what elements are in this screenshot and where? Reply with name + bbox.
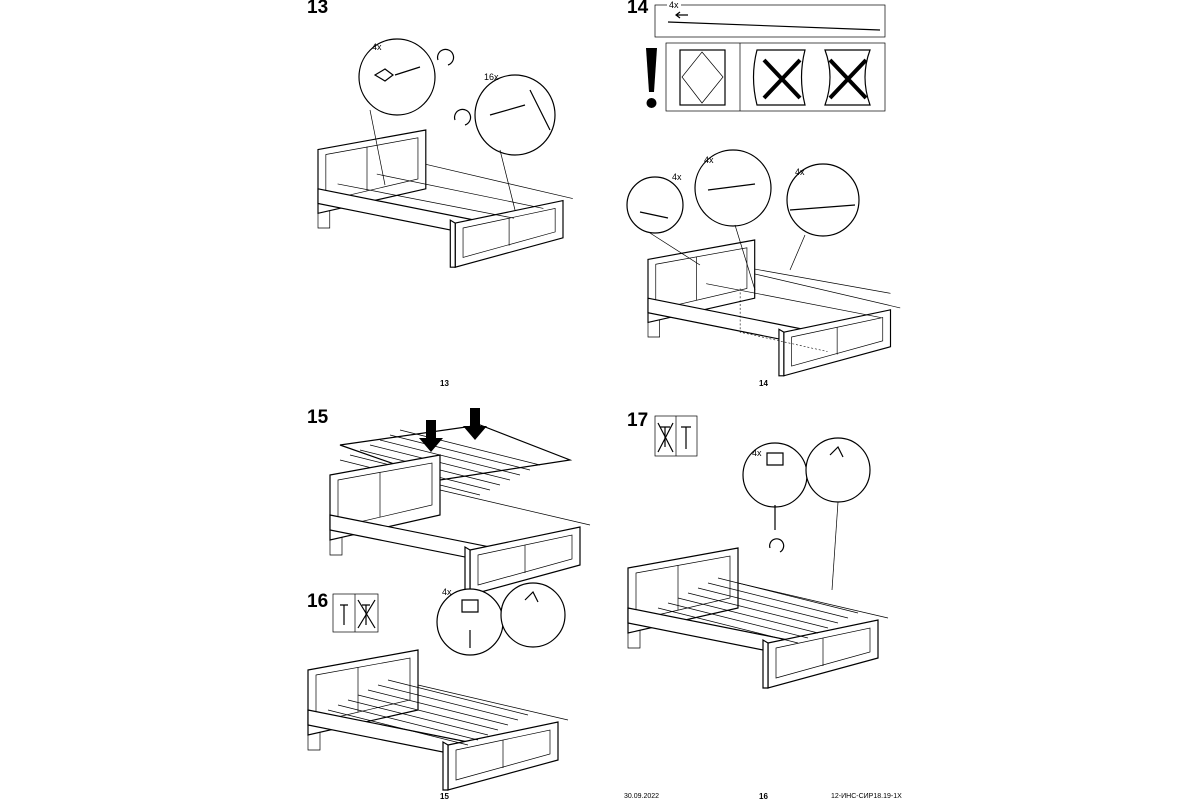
rotate-icon [453,108,472,126]
screw-icon [489,89,551,131]
arrow-down-icon [419,420,443,452]
quantity-label: 4x [442,587,452,597]
footer-date: 30.09.2022 [624,793,660,800]
bracket-icon [461,599,479,648]
wrong-frame-icon [752,49,806,106]
wrong-screw-icon [357,599,376,629]
quantity-label: 4x [372,42,382,52]
arrow-left-icon [675,11,688,19]
wrong-screw-icon [657,422,674,453]
quantity-label: 16x [484,72,499,82]
step-16-drawing [307,649,569,791]
quantity-label: 4x [672,172,682,182]
detail-circle [500,582,566,648]
bracket-bolt-icon [373,66,421,82]
rotate-icon [769,538,785,553]
footer-code: 12-ИНС-СИР18.19-1X [831,793,902,800]
slat-icon [667,21,881,31]
slat-panel [654,4,886,38]
step-17-drawing [627,547,889,689]
quantity-label: 4x [704,155,714,165]
detail-circle [786,163,860,237]
page-number: 15 [440,792,449,801]
step-number-16: 16 [307,591,329,612]
rotate-icon [436,48,455,66]
wrong-frame-icon [824,49,871,106]
frame-alignment-panel [665,42,886,112]
quantity-label: 4x [795,167,805,177]
page-number: 14 [759,379,768,388]
hand-press-icon [524,590,539,603]
step-number-13: 13 [307,0,329,18]
screw-icon [681,426,691,449]
hand-press-icon [829,445,844,458]
step-number-14: 14 [627,0,649,18]
quantity-label: 4x [667,0,681,10]
step-15-drawing [329,424,591,596]
detail-circle [358,38,436,116]
page-number: 13 [440,379,449,388]
correct-frame-icon [679,49,726,106]
screw-selection-box [332,593,379,633]
warning-exclamation-icon [646,48,657,108]
detail-circle [694,149,772,227]
step-number-17: 17 [627,410,649,431]
screw-icon [340,604,348,625]
page-number: 16 [759,792,768,801]
quantity-label: 4x [752,448,762,458]
step-number-15: 15 [307,407,329,428]
arrow-down-icon [463,408,487,440]
step-14-drawing [647,239,901,377]
detail-circle [626,176,684,234]
bracket-icon [766,452,784,530]
detail-circle [474,74,556,156]
step-13-drawing [317,129,574,268]
